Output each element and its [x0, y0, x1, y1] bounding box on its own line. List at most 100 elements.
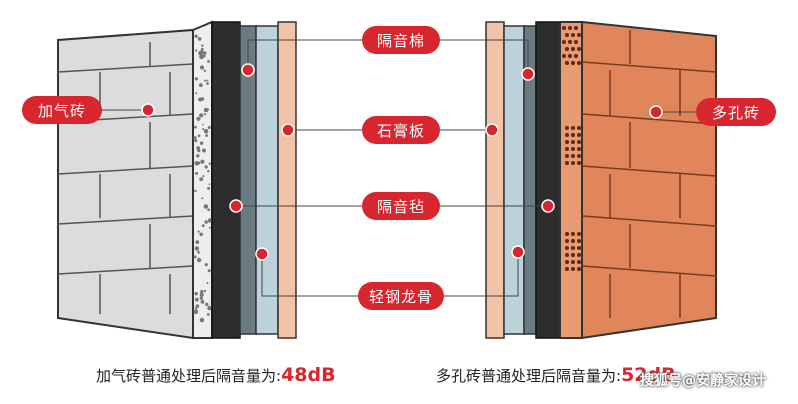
pore [208, 162, 211, 165]
brick-hole [571, 232, 575, 236]
brick-hole [565, 154, 569, 158]
brick-joint-h [57, 165, 194, 175]
pore [194, 189, 197, 193]
pore [205, 134, 209, 137]
brick-hole [577, 154, 581, 158]
pore [207, 269, 211, 273]
aerated-brick-face [57, 28, 194, 340]
pore [202, 123, 204, 126]
dot-left-keel [255, 247, 269, 261]
brick-hole [577, 253, 581, 257]
brick-joint-h [581, 61, 717, 73]
pore [195, 171, 199, 175]
brick-hole [571, 239, 575, 243]
pore [200, 290, 204, 294]
marker-dots [141, 63, 663, 261]
pore [207, 305, 212, 311]
brick-joint-h [57, 265, 194, 275]
pore [194, 292, 198, 296]
pore [203, 107, 209, 113]
brick-hole [565, 260, 569, 264]
brick-hole [574, 40, 578, 44]
brick-hole [571, 154, 575, 158]
caption-left-value: 48dB [281, 364, 336, 386]
brick-hole [565, 140, 569, 144]
pore [194, 77, 198, 81]
pore [199, 141, 204, 145]
brick-hole [571, 133, 575, 137]
brick-hole [577, 239, 581, 243]
pore [202, 148, 206, 153]
pore [200, 160, 203, 163]
caption-right-value: 52dB [621, 364, 676, 386]
caption-right: 多孔砖普通处理后隔音量为:52dB [436, 364, 676, 386]
leader-cotton [247, 39, 529, 74]
pore [200, 300, 205, 304]
pore [194, 246, 200, 251]
caption-right-text: 多孔砖普通处理后隔音量为: [436, 367, 622, 385]
pore [196, 257, 202, 263]
brick-hole [565, 133, 569, 137]
pore [203, 51, 207, 55]
pore [199, 232, 203, 237]
pore [204, 263, 208, 267]
pore [206, 79, 209, 82]
brick-hole [577, 246, 581, 250]
pore [195, 49, 198, 52]
pore [197, 146, 200, 148]
pore [200, 97, 205, 101]
pore [195, 92, 198, 95]
label-sound-felt: 隔音毡 [362, 192, 440, 220]
pore [207, 126, 211, 129]
pore [201, 224, 205, 228]
pore [204, 165, 208, 169]
pore [199, 317, 205, 323]
brick-hole [565, 267, 569, 271]
label-light-steel-keel: 轻钢龙骨 [358, 282, 444, 310]
porous-brick-face [581, 20, 717, 340]
pore [202, 175, 205, 178]
pore [199, 65, 205, 70]
aerated-brick-pores [193, 34, 212, 323]
pore [207, 186, 211, 190]
brick-hole [571, 126, 575, 130]
brick-hole [577, 33, 581, 37]
pore [199, 37, 201, 40]
pore [193, 255, 197, 259]
pore [205, 302, 209, 307]
brick-hole [574, 26, 578, 30]
brick-hole [571, 253, 575, 257]
brick-hole [562, 40, 566, 44]
left-gypsum-board [277, 21, 297, 339]
pore [194, 297, 199, 302]
brick-hole [571, 260, 575, 264]
pore [207, 60, 210, 63]
brick-hole [577, 140, 581, 144]
brick-hole [565, 33, 569, 37]
brick-joint-h [581, 265, 717, 277]
brick-hole [562, 26, 566, 30]
brick-hole [577, 47, 581, 51]
brick-hole [568, 26, 572, 30]
left-light-steel-keel [255, 25, 279, 335]
pore [193, 309, 199, 315]
watermark: 搜狐号@安静家设计 [640, 373, 766, 389]
brick-hole [565, 61, 569, 65]
brick-hole [571, 246, 575, 250]
left-wall [57, 20, 297, 340]
brick-joint-h [581, 215, 717, 227]
brick-hole [571, 161, 575, 165]
pore [208, 183, 211, 186]
pore [199, 54, 205, 60]
pore [198, 83, 203, 88]
pore [199, 113, 204, 118]
brick-hole [568, 40, 572, 44]
dot-right-cotton [521, 67, 535, 81]
brick-hole [571, 140, 575, 144]
pore [193, 136, 197, 140]
brick-hole [562, 54, 566, 58]
pore [197, 134, 201, 138]
pore [208, 226, 211, 229]
right-wall [485, 20, 717, 340]
pore [194, 125, 197, 129]
